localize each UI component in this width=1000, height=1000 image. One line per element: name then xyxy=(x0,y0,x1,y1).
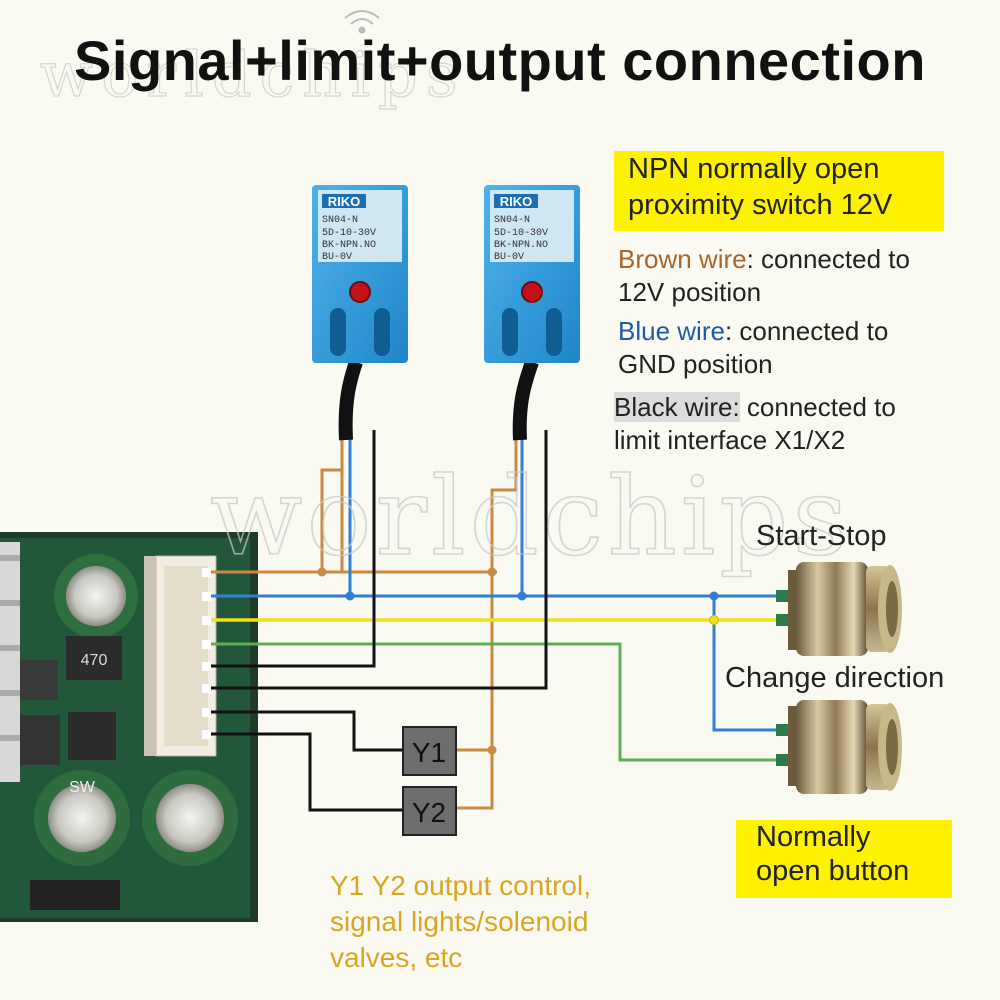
wire-black-y2 xyxy=(208,732,402,812)
page-title: Signal+limit+output connection xyxy=(74,29,926,92)
blue-wire-text2: GND position xyxy=(618,349,773,379)
sensor2-bk: BK-NPN.NO xyxy=(494,240,548,251)
output-y2: Y2 xyxy=(402,786,457,836)
circuit-board: 470 SW xyxy=(0,532,258,922)
normally-open-line2: open button xyxy=(756,855,910,887)
output-note-line3: valves, etc xyxy=(330,942,463,973)
wires xyxy=(208,430,782,812)
wire-black-x1 xyxy=(208,430,376,668)
output-y2-label: Y2 xyxy=(412,797,446,828)
black-wire-text1: connected to xyxy=(739,392,896,422)
output-note: Y1 Y2 output control, signal lights/sole… xyxy=(330,868,591,976)
normally-open-label-box: Normally open button xyxy=(736,820,952,898)
wire-blue-button2 xyxy=(712,596,782,732)
sensor2-model: SN04-N xyxy=(494,215,530,226)
npn-label-line1: NPN normally open xyxy=(628,153,880,185)
proximity-sensor-1: RIKO SN04-N 5D-10-30V BK-NPN.NO BU-0V xyxy=(312,185,408,363)
sensor1-bu: BU-0V xyxy=(322,252,352,263)
wire-black-y1 xyxy=(208,710,402,752)
npn-label-box: NPN normally open proximity switch 12V xyxy=(614,151,944,231)
npn-label-line2: proximity switch 12V xyxy=(628,189,893,221)
blue-wire-text1: : connected to xyxy=(724,316,889,346)
capacitor-label: SW xyxy=(69,779,96,796)
brown-wire-desc: Brown wire: connected to 12V position xyxy=(618,243,910,309)
brown-wire-text1: : connected to xyxy=(746,244,910,274)
black-wire-text2: limit interface X1/X2 xyxy=(614,425,846,455)
signal-icon xyxy=(344,10,380,34)
watermark: worldchips xyxy=(209,454,852,581)
wire-brown-sensor1-lead xyxy=(320,430,344,572)
sensor1-model: SN04-N xyxy=(322,215,358,226)
sensor-cables xyxy=(338,359,539,441)
blue-wire-key: Blue wire xyxy=(618,316,725,346)
wire-green-direction xyxy=(208,642,782,762)
inductor-label: 470 xyxy=(81,652,108,669)
output-note-line2: signal lights/solenoid xyxy=(330,906,589,937)
output-note-line1: Y1 Y2 output control, xyxy=(330,870,591,901)
sensor1-bk: BK-NPN.NO xyxy=(322,240,376,251)
watermark-top: worldchips xyxy=(39,37,466,111)
proximity-sensor-2: RIKO SN04-N 5D-10-30V BK-NPN.NO BU-0V xyxy=(484,185,580,363)
junctions xyxy=(202,567,719,755)
black-wire-key: Black wire: xyxy=(614,392,740,422)
blue-wire-desc: Blue wire: connected to GND position xyxy=(618,315,888,381)
wire-brown-sensor2 xyxy=(456,430,518,810)
push-button-start-stop xyxy=(776,562,902,656)
sensor2-brand: RIKO xyxy=(500,194,533,209)
output-y1: Y1 xyxy=(402,726,457,776)
normally-open-line1: Normally xyxy=(756,821,871,853)
sensor2-voltage: 5D-10-30V xyxy=(494,228,548,239)
wire-black-x2 xyxy=(208,430,548,690)
change-direction-label: Change direction xyxy=(725,662,945,694)
sensor1-voltage: 5D-10-30V xyxy=(322,228,376,239)
brown-wire-text2: 12V position xyxy=(618,277,762,307)
sensor1-brand: RIKO xyxy=(328,194,361,209)
black-wire-desc: Black wire: connected to limit interface… xyxy=(614,391,896,457)
push-button-change-direction xyxy=(776,700,902,794)
output-y1-label: Y1 xyxy=(412,737,446,768)
start-stop-label: Start-Stop xyxy=(756,520,887,552)
sensor2-bu: BU-0V xyxy=(494,252,524,263)
brown-wire-key: Brown wire xyxy=(618,244,747,274)
